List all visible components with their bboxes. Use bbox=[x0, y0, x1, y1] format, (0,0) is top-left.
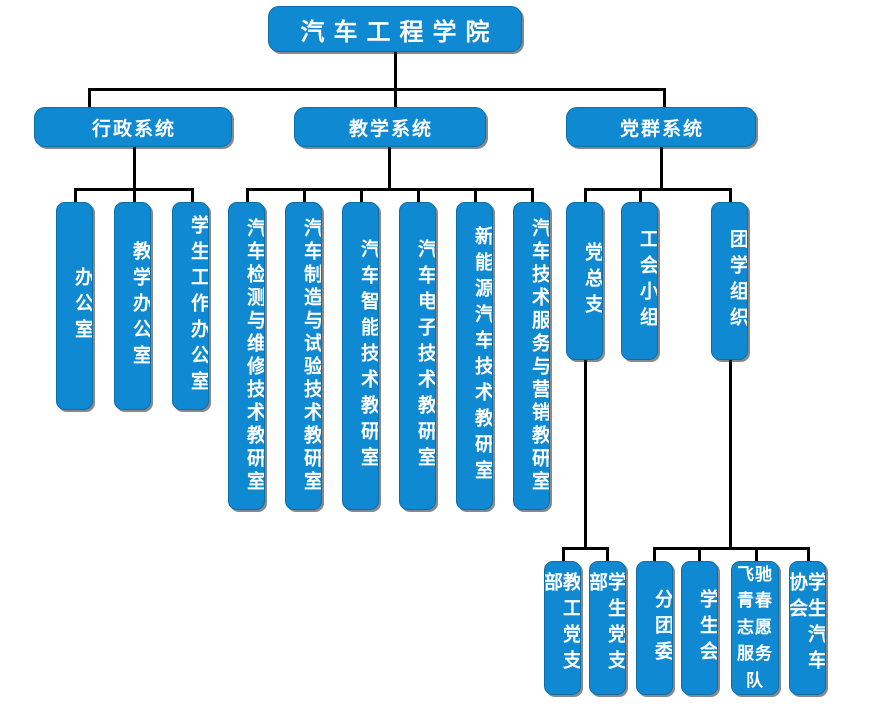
node-teaching-intelligent-technology[interactable]: 汽车智能技术教研室 bbox=[342, 202, 379, 510]
node-union-group[interactable]: 工会小组 bbox=[621, 202, 658, 360]
connector-party-drop-1 bbox=[584, 188, 587, 202]
connector-drop-teaching bbox=[394, 88, 397, 109]
connector-party-drop-3 bbox=[729, 188, 732, 202]
connector-teaching-stem bbox=[388, 147, 391, 188]
connector-teaching-drop-3 bbox=[360, 188, 363, 202]
connector-admin-drop-2 bbox=[133, 188, 136, 202]
connector-youth-drop-3 bbox=[755, 547, 758, 561]
connector-teaching-drop-6 bbox=[531, 188, 534, 202]
connector-youth-drop-1 bbox=[653, 547, 656, 561]
node-teaching-electronics-technology[interactable]: 汽车电子技术教研室 bbox=[399, 202, 436, 510]
node-teaching-service-marketing[interactable]: 汽车技术服务与营销教研室 bbox=[513, 202, 550, 510]
connector-youth-drop-2 bbox=[698, 547, 701, 561]
node-admin-teaching-office[interactable]: 教学办公室 bbox=[114, 202, 151, 410]
connector-party-branch-drop-2 bbox=[606, 547, 609, 561]
connector-admin-stem bbox=[133, 147, 136, 188]
connector-party-branch-drop-1 bbox=[562, 547, 565, 561]
connector-level2-bus bbox=[88, 88, 666, 91]
node-youth-student-organization[interactable]: 团学组织 bbox=[711, 202, 748, 360]
connector-party-branch-bus bbox=[562, 547, 609, 550]
connector-party-branch-stem bbox=[584, 360, 587, 547]
node-party-general-branch[interactable]: 党总支 bbox=[566, 202, 603, 360]
node-admin-office[interactable]: 办公室 bbox=[56, 202, 93, 410]
node-teaching-new-energy-technology[interactable]: 新能源汽车技术教研室 bbox=[456, 202, 493, 510]
connector-teaching-drop-5 bbox=[474, 188, 477, 202]
connector-youth-stem bbox=[729, 360, 732, 547]
connector-teaching-drop-1 bbox=[246, 188, 249, 202]
connector-drop-party bbox=[663, 88, 666, 109]
node-system-teaching[interactable]: 教学系统 bbox=[294, 107, 486, 147]
connector-party-bus bbox=[584, 188, 732, 191]
connector-party-stem bbox=[660, 147, 663, 188]
connector-youth-drop-4 bbox=[807, 547, 810, 561]
node-teaching-manufacturing-testing[interactable]: 汽车制造与试验技术教研室 bbox=[285, 202, 322, 510]
connector-admin-drop-1 bbox=[74, 188, 77, 202]
connector-teaching-drop-4 bbox=[417, 188, 420, 202]
node-admin-student-affairs-office[interactable]: 学生工作办公室 bbox=[172, 202, 209, 410]
node-faculty-party-branch[interactable]: 教工党支部 bbox=[544, 561, 581, 695]
node-system-administrative[interactable]: 行政系统 bbox=[34, 107, 232, 147]
connector-party-drop-2 bbox=[639, 188, 642, 202]
node-student-union[interactable]: 学生会 bbox=[681, 561, 718, 695]
connector-drop-admin bbox=[88, 88, 91, 109]
connector-teaching-bus bbox=[246, 188, 532, 191]
node-root-college[interactable]: 汽车工程学院 bbox=[268, 6, 522, 52]
node-teaching-inspection-maintenance[interactable]: 汽车检测与维修技术教研室 bbox=[228, 202, 265, 510]
node-system-party[interactable]: 党群系统 bbox=[566, 107, 756, 147]
node-student-party-branch[interactable]: 学生党支部 bbox=[589, 561, 626, 695]
connector-teaching-drop-2 bbox=[303, 188, 306, 202]
node-feichi-youth-volunteer-team[interactable]: 飞驰青春志愿服务队 bbox=[731, 561, 779, 695]
connector-root-stem bbox=[394, 52, 397, 88]
connector-youth-bus bbox=[653, 547, 810, 550]
node-student-automobile-association[interactable]: 学生汽车协会 bbox=[789, 561, 826, 695]
node-branch-youth-league-committee[interactable]: 分团委 bbox=[636, 561, 673, 695]
connector-admin-drop-3 bbox=[191, 188, 194, 202]
